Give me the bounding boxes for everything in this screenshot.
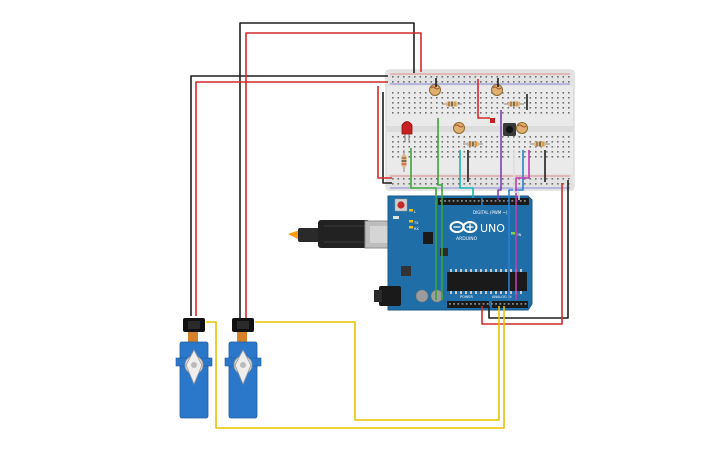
servo-motor-1[interactable] [175, 318, 213, 419]
rx-label: RX [414, 227, 419, 231]
breadboard-holes [392, 76, 570, 185]
photoresistor-4[interactable] [516, 122, 528, 134]
resistor-3[interactable] [463, 141, 483, 147]
resistor-4[interactable] [530, 141, 550, 147]
board-brand-label: ARDUINO [456, 236, 478, 242]
resistor-2[interactable] [504, 101, 524, 107]
wire-red-servo2-top[interactable] [245, 32, 422, 319]
tx-label: TX [413, 221, 419, 225]
wire-red-servo1-left[interactable] [195, 81, 388, 316]
capacitors [415, 289, 444, 303]
wire-yellow-servo1[interactable] [206, 306, 505, 429]
arduino-logo-icon [449, 221, 478, 233]
photoresistor-1[interactable] [429, 84, 441, 96]
usb-cable [288, 220, 370, 248]
wire-red-jumper[interactable] [477, 79, 490, 119]
on-led-label: ON [516, 233, 522, 237]
wire-white[interactable] [513, 150, 520, 200]
indicator-chip [490, 118, 495, 123]
atmega-chip [447, 269, 527, 294]
reset-button-icon[interactable] [394, 198, 408, 212]
wire-red-5v[interactable] [481, 183, 563, 325]
on-led [511, 232, 515, 235]
wire-magenta[interactable] [515, 150, 530, 300]
l-led [409, 209, 413, 212]
tx-led [409, 220, 413, 223]
board-model-label: UNO [480, 222, 505, 235]
pushbutton[interactable] [503, 123, 516, 136]
servo-motor-2[interactable] [224, 318, 262, 419]
resistor-led[interactable] [401, 150, 407, 172]
photoresistor-3[interactable] [453, 122, 465, 134]
red-led[interactable] [401, 121, 413, 143]
icsp-header [401, 232, 448, 276]
digital-header [438, 198, 529, 205]
resistor-1[interactable] [442, 101, 462, 107]
wire-yellow-servo2[interactable] [255, 306, 500, 421]
digital-pwm-label: DIGITAL (PWM ~) [473, 210, 508, 215]
wire-black-servo1-left[interactable] [190, 75, 388, 316]
wires [190, 22, 569, 429]
photoresistor-2[interactable] [491, 84, 503, 96]
power-analog-header [447, 301, 528, 308]
power-label: POWER [460, 295, 474, 299]
l-led-label: L [414, 210, 416, 214]
wire-purple[interactable] [497, 110, 502, 200]
wire-green-2[interactable] [437, 118, 443, 300]
wire-black-rail[interactable] [382, 92, 392, 184]
rx-led [409, 226, 413, 229]
wire-cyan[interactable] [459, 150, 474, 198]
dc-jack-icon[interactable] [374, 286, 401, 306]
analog-in-label: ANALOG IN [492, 295, 512, 299]
wire-black-servo2-top[interactable] [239, 22, 415, 319]
wire-red-rail[interactable] [377, 86, 392, 179]
wire-black-gnd[interactable] [488, 180, 569, 319]
wire-green[interactable] [410, 148, 437, 300]
